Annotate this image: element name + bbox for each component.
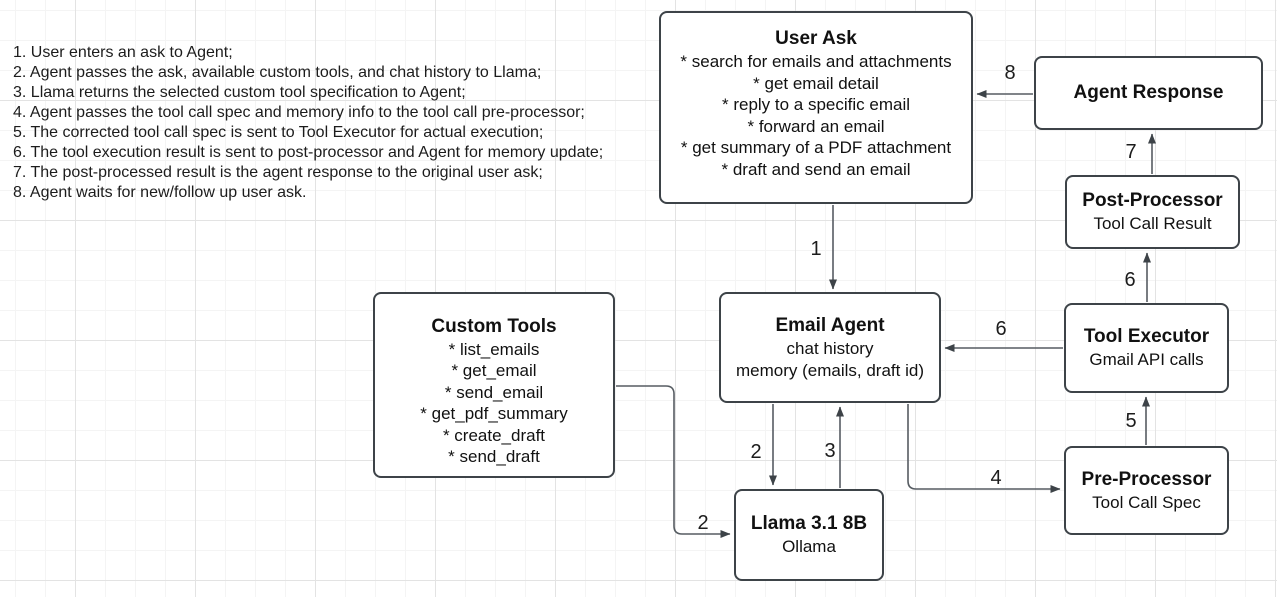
node-line: * create_draft: [442, 425, 546, 445]
step-item: 5. The corrected tool call spec is sent …: [13, 124, 544, 141]
node-user-ask: User Ask * search for emails and attachm…: [659, 11, 973, 204]
step-item: 2. Agent passes the ask, available custo…: [13, 64, 542, 81]
node-subtitle: Ollama: [782, 537, 836, 557]
node-line: * search for emails and attachments: [680, 52, 952, 71]
step-item: 4. Agent passes the tool call spec and m…: [13, 104, 585, 121]
node-line: * draft and send an email: [721, 159, 911, 179]
node-title: Email Agent: [775, 315, 885, 336]
node-title: Llama 3.1 8B: [750, 513, 868, 535]
node-title: Custom Tools: [431, 315, 557, 337]
edge-label-8: 8: [1004, 62, 1016, 84]
node-line: memory (emails, draft id): [736, 360, 924, 380]
node-title: User Ask: [775, 28, 857, 49]
node-pre-processor: Pre-Processor Tool Call Spec: [1064, 446, 1229, 535]
node-agent-response: Agent Response: [1034, 56, 1263, 130]
edge-label-6-exec-post: 6: [1124, 269, 1136, 291]
steps-list: 1. User enters an ask to Agent; 2. Agent…: [13, 43, 603, 203]
edge-label-2-agent-llama: 2: [750, 441, 762, 463]
edge-label-3: 3: [824, 440, 836, 462]
node-subtitle: Tool Call Spec: [1092, 492, 1201, 512]
edge-customtools-to-llama: [616, 385, 731, 538]
edge-label-6-exec-agent: 6: [995, 318, 1007, 340]
node-line: * get_pdf_summary: [420, 404, 568, 423]
node-line: * get_email: [451, 361, 537, 380]
node-line: * forward an email: [747, 116, 885, 136]
node-line: * reply to a specific email: [721, 95, 911, 114]
node-line: * send_email: [444, 382, 544, 402]
node-email-agent: Email Agent chat history memory (emails,…: [719, 292, 941, 403]
edge-label-2-tools-llama: 2: [697, 512, 709, 534]
step-item: 1. User enters an ask to Agent;: [13, 44, 233, 61]
step-item: 6. The tool execution result is sent to …: [13, 144, 604, 161]
edge-label-7: 7: [1125, 141, 1137, 163]
node-title: Tool Executor: [1083, 326, 1210, 348]
node-line: chat history: [786, 339, 874, 358]
node-line: * list_emails: [448, 339, 540, 359]
node-custom-tools: Custom Tools * list_emails * get_email *…: [373, 292, 615, 478]
edge-label-4: 4: [990, 467, 1002, 489]
step-item: 3. Llama returns the selected custom too…: [13, 84, 466, 101]
node-line: * send_draft: [448, 447, 540, 466]
node-title: Agent Response: [1073, 82, 1224, 103]
node-subtitle: Tool Call Result: [1093, 214, 1212, 234]
step-item: 7. The post-processed result is the agen…: [13, 164, 543, 181]
edge-label-5: 5: [1125, 410, 1137, 432]
node-post-processor: Post-Processor Tool Call Result: [1065, 175, 1240, 249]
edge-label-1: 1: [810, 238, 822, 260]
node-line: * get summary of a PDF attachment: [680, 138, 952, 157]
step-item: 8. Agent waits for new/follow up user as…: [13, 184, 307, 201]
node-llama: Llama 3.1 8B Ollama: [734, 489, 884, 581]
node-title: Pre-Processor: [1081, 468, 1212, 490]
node-subtitle: Gmail API calls: [1089, 350, 1204, 370]
node-line: * get email detail: [753, 73, 879, 93]
edge-emailagent-to-preprocessor: [907, 404, 1061, 493]
node-tool-executor: Tool Executor Gmail API calls: [1064, 303, 1229, 393]
node-title: Post-Processor: [1082, 190, 1223, 212]
